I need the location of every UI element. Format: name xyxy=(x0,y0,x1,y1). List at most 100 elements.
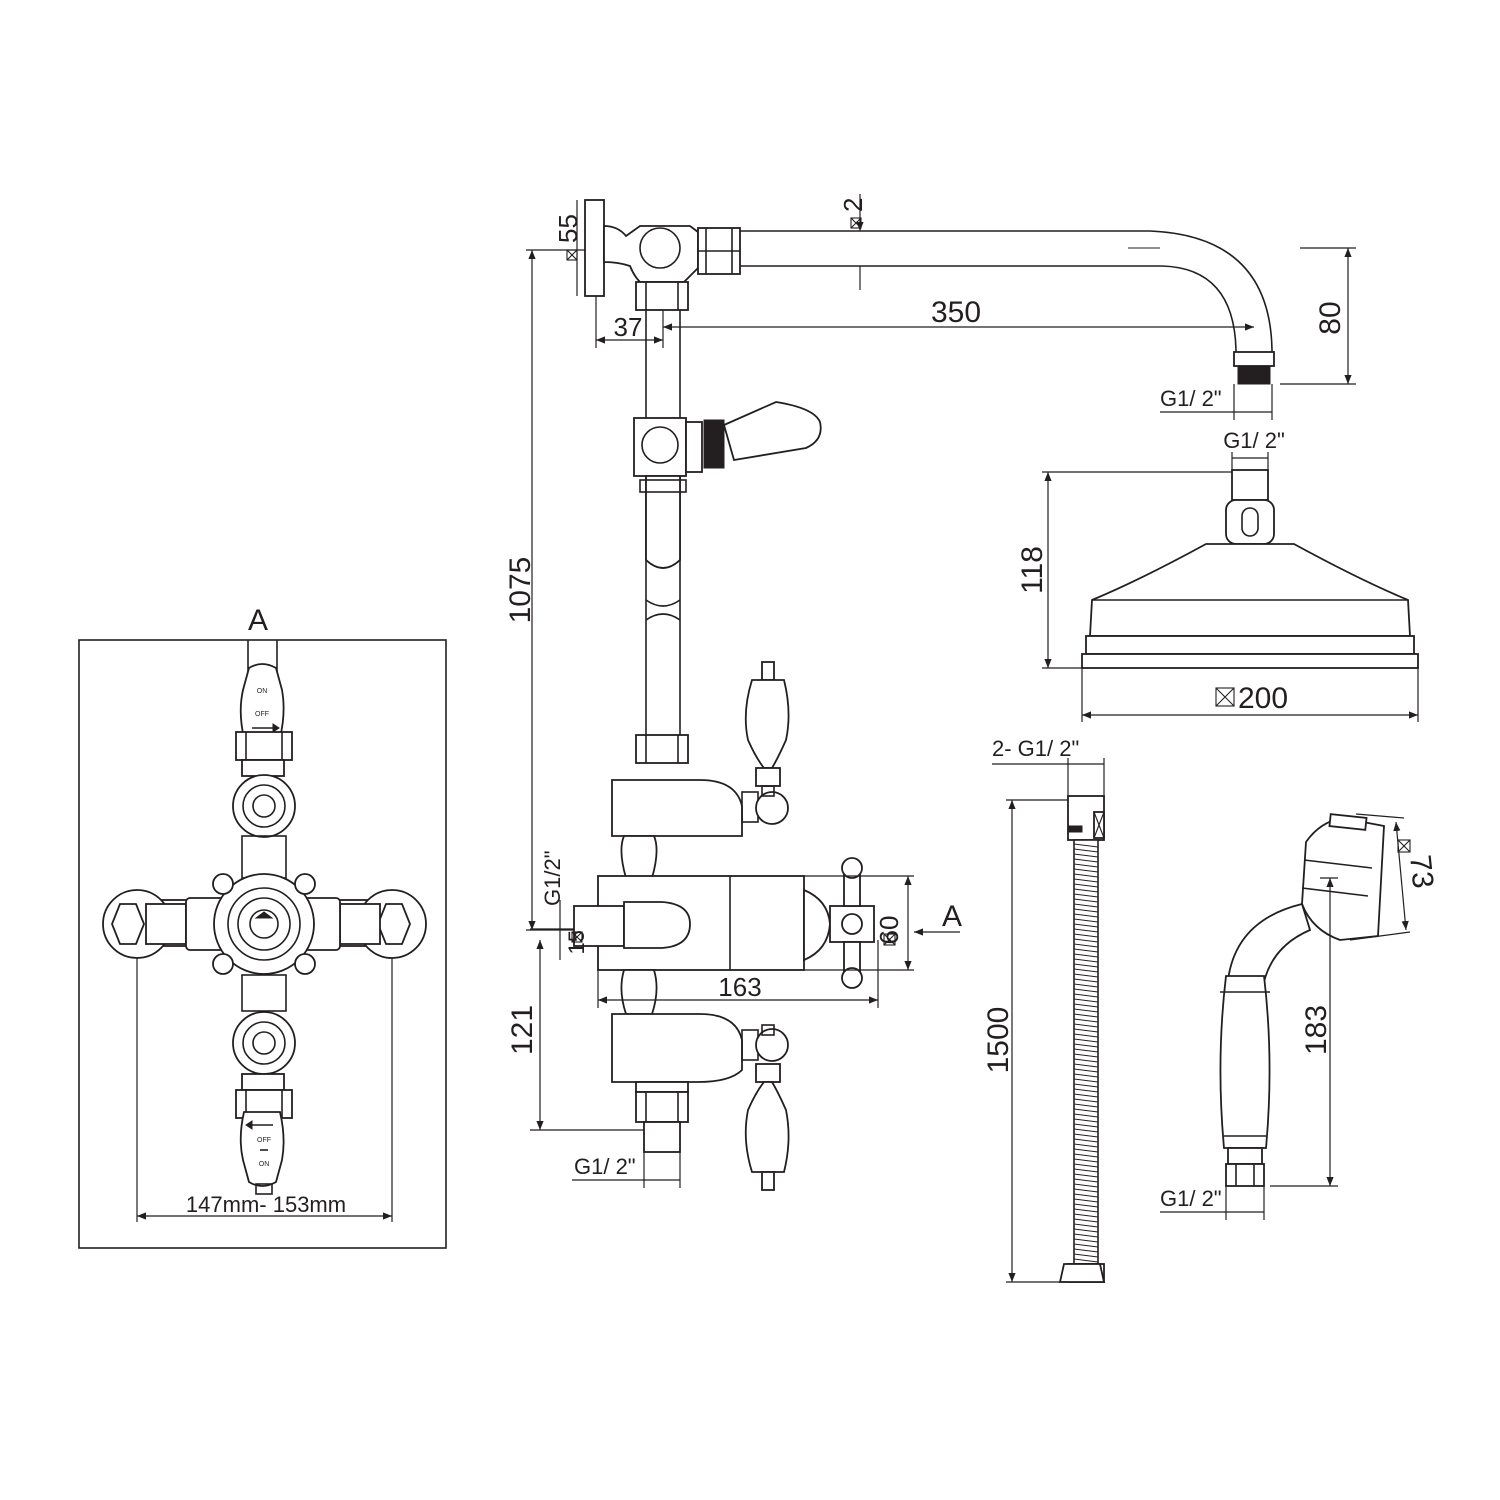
hose-coil-line xyxy=(1073,973,1099,978)
svg-text:1500: 1500 xyxy=(982,1007,1015,1074)
svg-text:55: 55 xyxy=(553,214,583,243)
svg-text:15: 15 xyxy=(564,930,589,954)
hose-coil-line xyxy=(1073,1248,1099,1253)
centres-label: 147mm- 153mm xyxy=(186,1192,346,1217)
hose-coil-line xyxy=(1073,1183,1099,1188)
svg-text:2: 2 xyxy=(838,198,868,212)
svg-text:73: 73 xyxy=(1403,853,1439,890)
dim-wall-height: 1075 xyxy=(504,249,585,931)
top-flow-valve xyxy=(232,774,296,838)
hose-coil-line xyxy=(1073,1023,1099,1028)
hose-coil-line xyxy=(1073,1063,1099,1068)
hose-coil-line xyxy=(1073,928,1099,933)
hose-coil-line xyxy=(1073,1133,1099,1138)
svg-text:163: 163 xyxy=(718,972,761,1002)
shower-rose: G1/ 2" 118 200 xyxy=(1016,428,1419,722)
dim-body-size: 60 xyxy=(804,875,914,971)
top-lever-handle: ON OFF xyxy=(239,663,285,739)
hose-coil-line xyxy=(1073,1138,1099,1143)
hose-coil-line xyxy=(1073,1028,1099,1033)
svg-text:183: 183 xyxy=(1300,1005,1333,1055)
hose-coil-line xyxy=(1073,903,1099,908)
temperature-knob xyxy=(829,857,875,989)
dim-handset-thread: G1/ 2" xyxy=(1160,1186,1265,1220)
hose-coil-line xyxy=(1073,1223,1099,1228)
hose-coil-line xyxy=(1073,1123,1099,1128)
svg-text:G1/ 2": G1/ 2" xyxy=(1160,1186,1222,1211)
dim-inlet: G1/2" 15 xyxy=(530,850,589,960)
shower-hose: 2- G1/ 2" 1500 xyxy=(982,736,1106,1283)
hose-coil-line xyxy=(1073,883,1099,888)
hose-coil-line xyxy=(1073,1208,1099,1213)
hose-coil-line xyxy=(1073,863,1099,868)
slide-bracket xyxy=(633,401,822,477)
dim-rose-height: 118 xyxy=(1016,471,1232,669)
hose-coil-line xyxy=(1073,1118,1099,1123)
hose-coil-line xyxy=(1073,993,1099,998)
section-marker: A xyxy=(248,604,268,637)
hose-coil-line xyxy=(1073,1128,1099,1133)
hose-coil-line xyxy=(1073,873,1099,878)
hose-coil-line xyxy=(1073,1113,1099,1118)
svg-text:G1/ 2": G1/ 2" xyxy=(1223,428,1285,453)
dim-bottom-thread: G1/ 2" xyxy=(572,1152,681,1188)
hose-coil-line xyxy=(1073,1258,1099,1263)
hose-coil-line xyxy=(1073,983,1099,988)
thermostatic-valve-body xyxy=(573,875,831,971)
section-frame xyxy=(78,639,447,1249)
hose-coil-line xyxy=(1073,868,1099,873)
dim-handset-head: 73 xyxy=(1349,813,1439,941)
hose-coil-line xyxy=(1073,913,1099,918)
hose-coil-line xyxy=(1073,1173,1099,1178)
hose-coil-line xyxy=(1073,1103,1099,1108)
hose-coil-line xyxy=(1073,1033,1099,1038)
hose-coil-line xyxy=(1073,968,1099,973)
hose-coil-line xyxy=(1073,1038,1099,1043)
hose-coil-line xyxy=(1073,978,1099,983)
hose-coil-line xyxy=(1073,1013,1099,1018)
hose-coil-line xyxy=(1073,1153,1099,1158)
hose-coil-line xyxy=(1073,1018,1099,1023)
arm-nut xyxy=(697,227,741,275)
hose-coil-line xyxy=(1073,1228,1099,1233)
hose-coil-line xyxy=(1073,953,1099,958)
hose-coil-line xyxy=(1073,998,1099,1003)
hose-coil-line xyxy=(1073,1083,1099,1088)
hose-coil-line xyxy=(1073,853,1099,858)
dim-wall-flange-size: 55 xyxy=(553,200,583,296)
hose-coil-line xyxy=(1073,1218,1099,1223)
view-marker-a: A xyxy=(914,900,962,936)
arm-outlet-thread xyxy=(1233,351,1275,385)
hose-coil-line xyxy=(1073,988,1099,993)
svg-text:OFF: OFF xyxy=(255,711,269,718)
centres-dimension: 147mm- 153mm xyxy=(136,958,393,1222)
hose-coil-line xyxy=(1073,1003,1099,1008)
right-wall-union xyxy=(339,889,427,959)
dim-arm-drop: 80 xyxy=(1280,247,1356,385)
hose-coil-line xyxy=(1073,1053,1099,1058)
hose-coil-line xyxy=(1073,1143,1099,1148)
shower-handset: 73 183 G1/ 2" xyxy=(1160,813,1439,1220)
svg-text:1075: 1075 xyxy=(504,557,537,624)
shower-valve-riser: 1075 55 37 350 2 xyxy=(504,194,1356,1191)
hose-coil-line xyxy=(1073,943,1099,948)
hose-coil-line xyxy=(1073,1193,1099,1198)
hose-coil-line xyxy=(1073,1158,1099,1163)
upper-lever-handle xyxy=(744,661,790,797)
hose-coil-line xyxy=(1073,1188,1099,1193)
hose-coil-line xyxy=(1073,1203,1099,1208)
hose-coil-line xyxy=(1073,1163,1099,1168)
thermostat-control-head xyxy=(185,873,341,975)
hose-coil-line xyxy=(1073,1068,1099,1073)
dim-body-width: 163 xyxy=(597,940,879,1008)
dim-arm-tube: 2 xyxy=(838,194,868,290)
hose-coil-line xyxy=(1073,1073,1099,1078)
svg-text:ON: ON xyxy=(257,688,268,695)
hose-coil-line xyxy=(1073,893,1099,898)
hose-coil-line xyxy=(1073,1213,1099,1218)
hose-coil-line xyxy=(1073,958,1099,963)
hose-coil-line xyxy=(1073,1233,1099,1238)
svg-text:ON: ON xyxy=(259,1161,270,1168)
svg-text:G1/ 2": G1/ 2" xyxy=(1160,386,1222,411)
